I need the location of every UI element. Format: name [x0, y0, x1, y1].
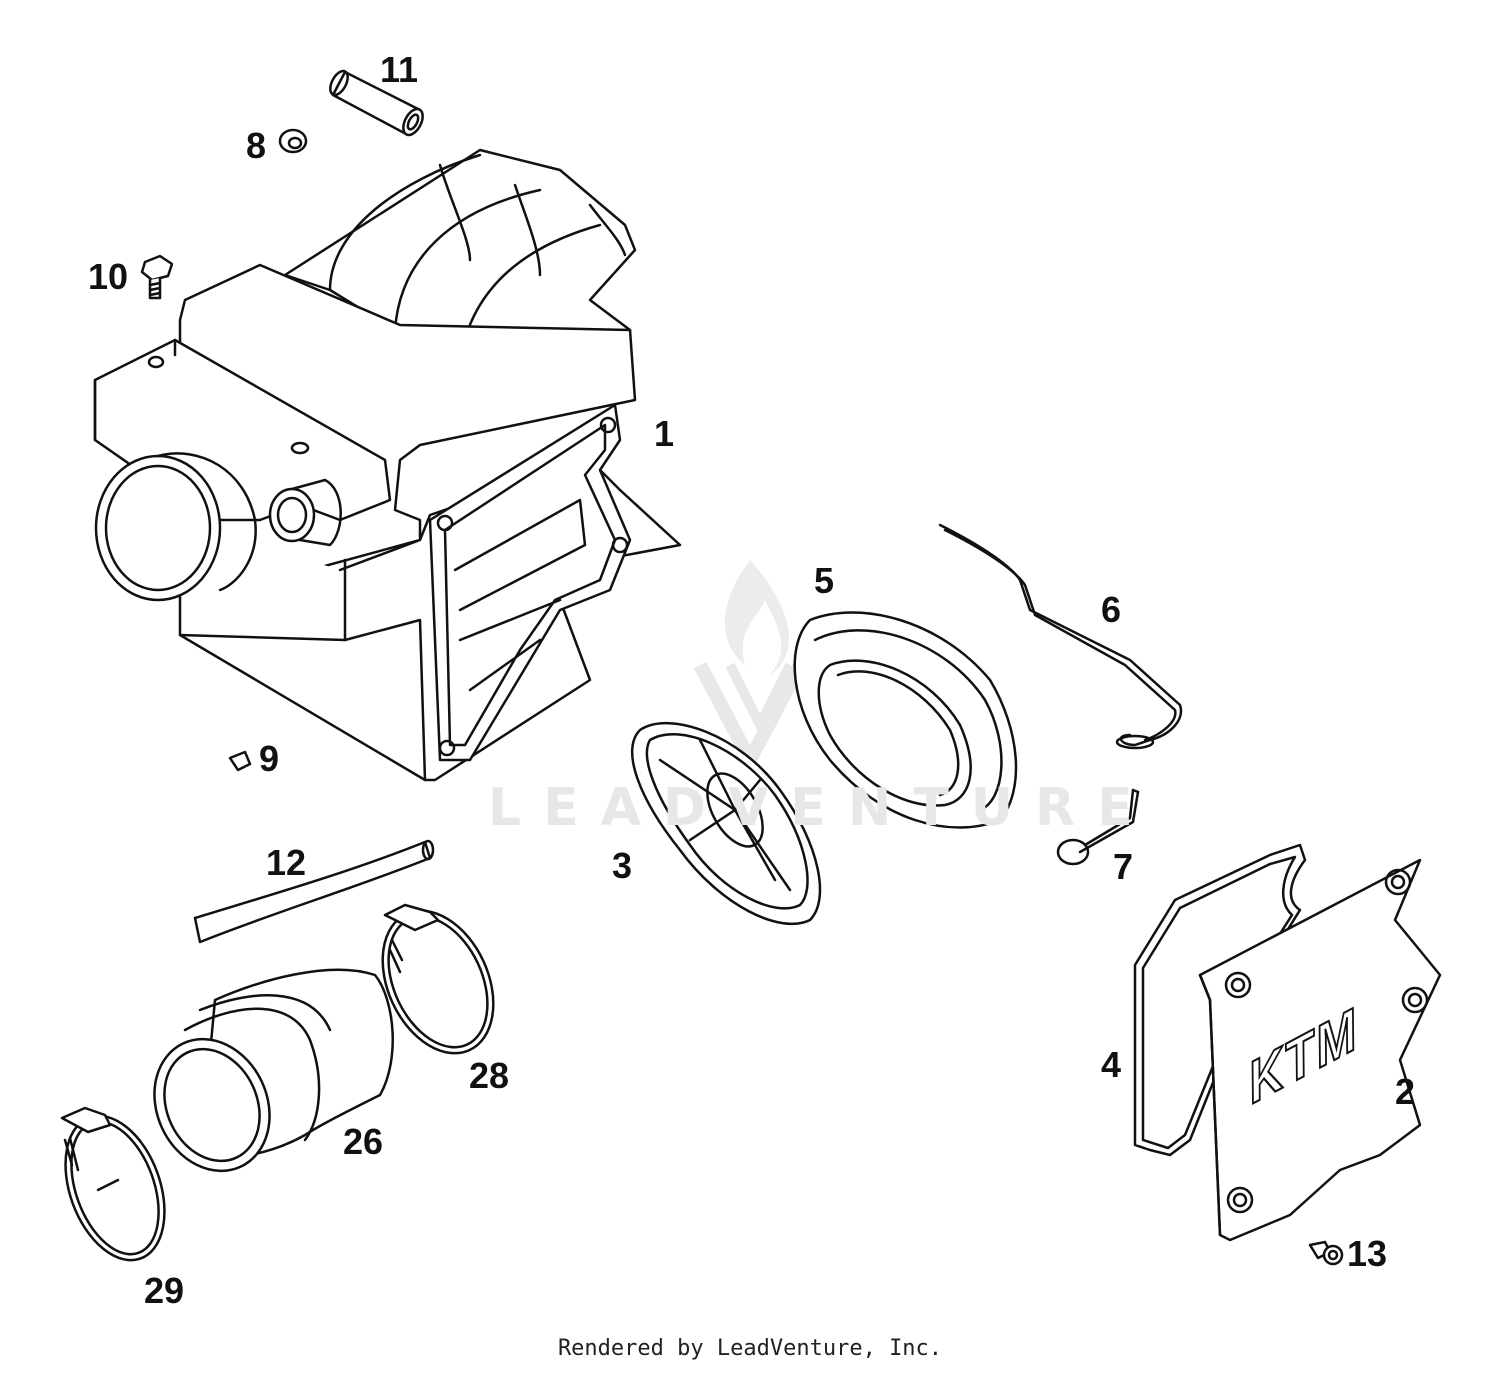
callout-7: 7	[1113, 846, 1134, 887]
cover-screw-part	[1308, 1240, 1344, 1266]
callout-26: 26	[343, 1121, 384, 1162]
callout-10: 10	[88, 256, 129, 297]
filter-cage-part	[631, 721, 822, 926]
bolt-part	[140, 254, 174, 300]
intake-boot-part	[153, 968, 394, 1173]
callout-3: 3	[612, 845, 633, 886]
retaining-wire-part	[938, 523, 1183, 750]
callout-9: 9	[259, 738, 280, 779]
clip-nut-part	[228, 750, 252, 772]
watermark-text: LEADVENTURE	[488, 778, 1155, 838]
callout-12: 12	[266, 842, 307, 883]
callout-4: 4	[1101, 1044, 1122, 1085]
callout-1: 1	[654, 413, 675, 454]
callout-11: 13	[1347, 1233, 1388, 1274]
airbox-cover-part	[1198, 858, 1442, 1242]
callout-8: 8	[246, 125, 267, 166]
air-filter-part	[793, 611, 1018, 829]
nut-part	[278, 128, 308, 154]
render-credit: Rendered by LeadVenture, Inc.	[557, 1336, 943, 1361]
filter-pin-part	[1056, 788, 1140, 866]
watermark-logo	[693, 560, 807, 776]
callout-13: 11	[380, 49, 419, 90]
breather-hose-part	[193, 839, 435, 944]
callout-6: 6	[1101, 589, 1122, 630]
callout-2: 2	[1395, 1071, 1416, 1112]
callout-5: 5	[814, 560, 835, 601]
cover-gasket-part	[1133, 843, 1307, 1157]
hose-clamp-small-part	[60, 1106, 166, 1262]
airbox-part	[93, 148, 682, 782]
sleeve-part	[329, 69, 424, 137]
callout-29: 29	[144, 1270, 185, 1311]
callout-28: 28	[469, 1055, 510, 1096]
hose-clamp-large-part	[381, 903, 495, 1055]
